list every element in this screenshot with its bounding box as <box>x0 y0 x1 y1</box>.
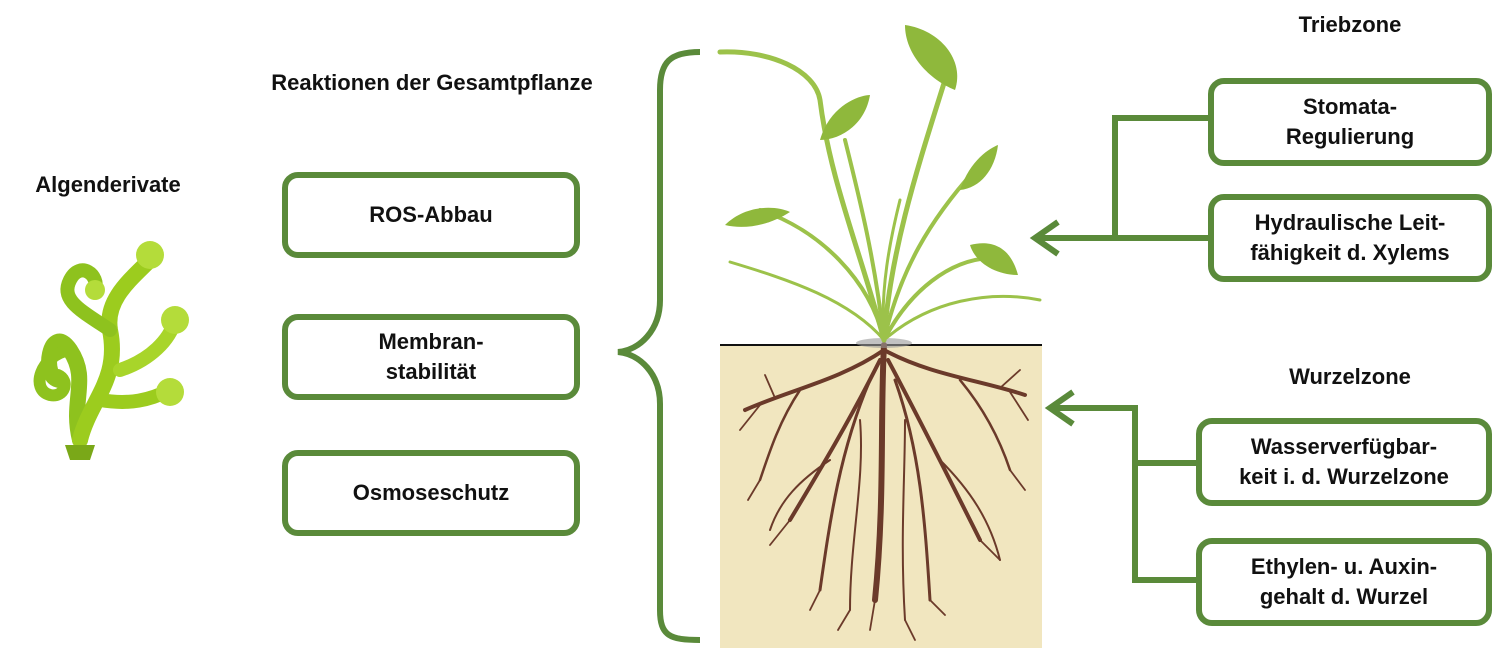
root-arrow <box>1050 392 1198 580</box>
ros-degradation-box: ROS-Abbau <box>282 172 580 258</box>
water-availability-box: Wasserverfügbar- keit i. d. Wurzelzone <box>1196 418 1492 506</box>
stomata-regulation-box: Stomata- Regulierung <box>1208 78 1492 166</box>
algae-icon <box>40 241 189 460</box>
shoot-zone-heading: Triebzone <box>1270 10 1430 40</box>
algae-heading: Algenderivate <box>8 170 208 200</box>
root-zone-heading: Wurzelzone <box>1250 362 1450 392</box>
whole-plant-heading: Reaktionen der Gesamtpflanze <box>222 68 642 98</box>
shoot-arrow <box>1035 118 1210 254</box>
xylem-conductivity-box: Hydraulische Leit- fähigkeit d. Xylems <box>1208 194 1492 282</box>
grouping-brace <box>618 52 700 640</box>
osmotic-protection-box: Osmoseschutz <box>282 450 580 536</box>
plant-shoot-illustration <box>720 52 1040 348</box>
membrane-stability-box: Membran- stabilität <box>282 314 580 400</box>
ethylene-auxin-box: Ethylen- u. Auxin- gehalt d. Wurzel <box>1196 538 1492 626</box>
leaves-illustration <box>725 25 1018 275</box>
